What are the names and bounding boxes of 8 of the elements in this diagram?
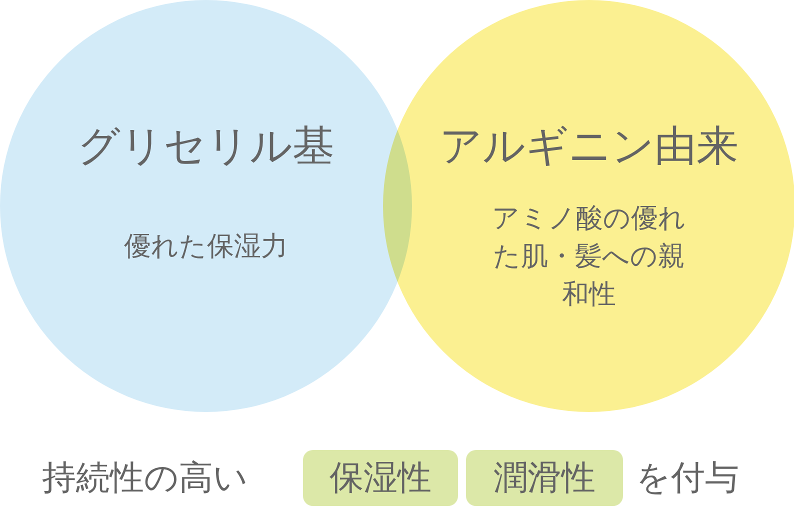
highlight-label: 保湿性 xyxy=(303,450,458,506)
circle-heading: アルギニン由来 xyxy=(438,120,740,172)
caption-text: 持続性の高い xyxy=(42,457,248,500)
circle-description: 優れた保湿力 xyxy=(123,230,289,264)
caption-text: を付与 xyxy=(636,457,739,500)
circle-heading: グリセリル基 xyxy=(76,120,336,172)
circle-description: アミノ酸の優れた肌・髪への親和性 xyxy=(491,202,687,312)
highlight-label: 潤滑性 xyxy=(466,450,623,506)
